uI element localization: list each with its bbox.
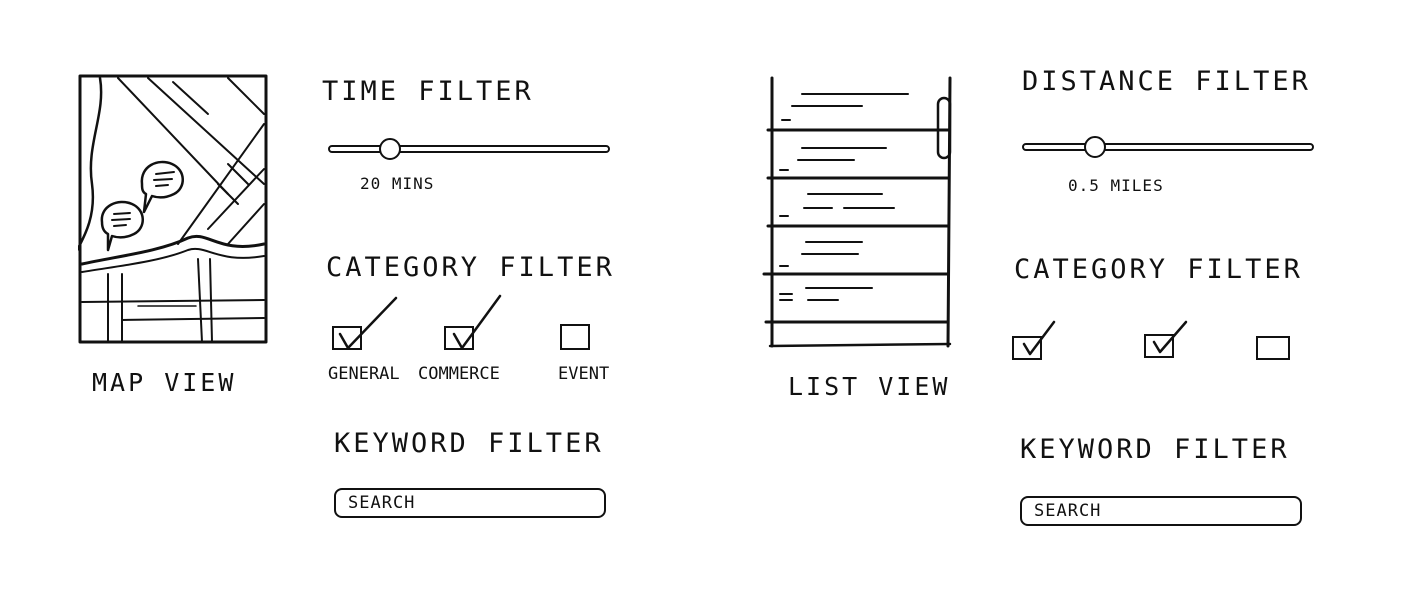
check-mark-icon [1022, 320, 1056, 356]
category-label-commerce: COMMERCE [418, 364, 500, 384]
category-checkbox-general[interactable] [332, 296, 398, 350]
category-checkbox-commerce[interactable] [444, 294, 502, 350]
checkbox[interactable] [332, 326, 362, 350]
category-label-event: EVENT [558, 364, 610, 384]
checkbox[interactable] [444, 326, 474, 350]
checkbox[interactable] [1144, 334, 1174, 358]
category-label-general: GENERAL [328, 364, 400, 384]
checkbox[interactable] [1256, 336, 1290, 360]
check-mark-icon [452, 294, 502, 350]
search-input[interactable]: SEARCH [1020, 496, 1302, 526]
map-sketch [74, 74, 268, 344]
category-checkbox-2[interactable] [1144, 320, 1188, 358]
distance-filter-heading: DISTANCE FILTER [1022, 66, 1311, 97]
check-mark-icon [338, 296, 398, 350]
search-input[interactable]: SEARCH [334, 488, 606, 518]
checkbox[interactable] [1012, 336, 1042, 360]
map-view[interactable] [74, 74, 270, 346]
distance-filter-slider[interactable] [1022, 136, 1314, 160]
slider-knob[interactable] [1084, 136, 1106, 158]
category-filter-heading: CATEGORY FILTER [1014, 254, 1303, 285]
category-checkbox-3[interactable] [1256, 336, 1290, 360]
scrollbar [936, 96, 952, 160]
list-view[interactable] [762, 74, 958, 350]
slider-knob[interactable] [379, 138, 402, 160]
check-mark-icon [1152, 320, 1188, 354]
chat-bubble-icon [140, 160, 184, 214]
time-filter-slider[interactable] [328, 138, 610, 162]
time-filter-value: 20 MINS [360, 174, 435, 193]
slider-track [1022, 143, 1314, 151]
chat-bubble-icon [100, 200, 144, 252]
distance-filter-value: 0.5 MILES [1068, 176, 1164, 195]
checkbox[interactable] [560, 324, 590, 350]
list-sketch [762, 76, 952, 348]
time-filter-heading: TIME FILTER [322, 76, 534, 107]
map-view-caption: MAP VIEW [92, 368, 237, 397]
category-checkbox-1[interactable] [1012, 320, 1056, 360]
keyword-filter-heading: KEYWORD FILTER [334, 428, 604, 459]
list-view-caption: LIST VIEW [788, 372, 951, 401]
keyword-filter-heading: KEYWORD FILTER [1020, 434, 1290, 465]
category-checkbox-event[interactable] [560, 324, 590, 350]
category-filter-heading: CATEGORY FILTER [326, 252, 615, 283]
slider-track [328, 145, 610, 153]
